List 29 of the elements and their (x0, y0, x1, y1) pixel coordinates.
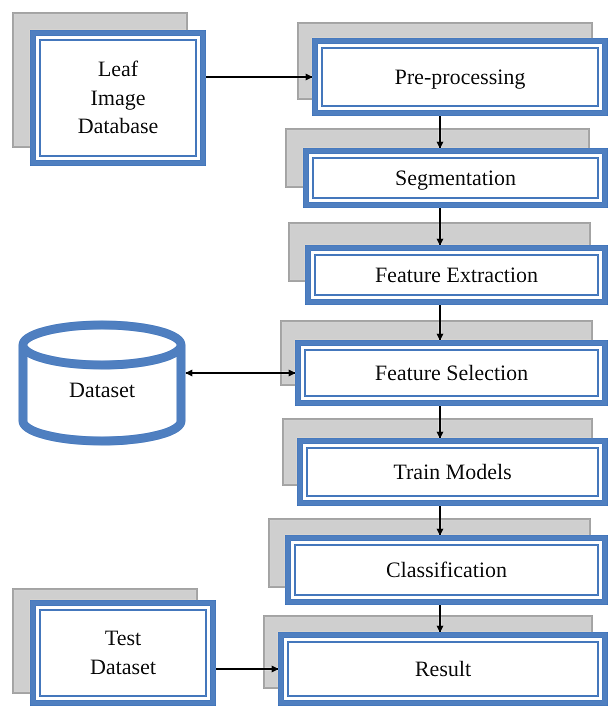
arrow (206, 74, 313, 80)
box-label: Pre-processing (394, 62, 526, 91)
process-box (297, 438, 608, 506)
process-box (305, 245, 608, 305)
box-label: Train Models (393, 458, 512, 486)
box-label: Leaf Image Database (76, 55, 160, 140)
arrow (436, 208, 444, 246)
arrow (185, 370, 296, 376)
process-box (285, 535, 608, 605)
process-box (278, 632, 608, 706)
database-cylinder (18, 320, 186, 446)
arrow (436, 406, 444, 439)
box-label: Segmentation (395, 164, 516, 192)
process-box (30, 600, 216, 706)
process-box (312, 38, 608, 116)
box-label: Feature Extraction (374, 260, 538, 289)
box-label: Feature Selection (374, 358, 528, 387)
box-label: Result (414, 654, 472, 683)
process-box (30, 30, 206, 166)
arrow (436, 305, 444, 341)
arrow (436, 116, 444, 149)
arrow (216, 666, 279, 672)
box-label: Dataset (69, 376, 135, 404)
process-box (303, 148, 608, 208)
arrow (436, 605, 444, 633)
arrow (436, 506, 444, 536)
box-label: Classification (386, 556, 507, 584)
process-box (295, 340, 608, 406)
box-label: Test Dataset (89, 624, 157, 681)
